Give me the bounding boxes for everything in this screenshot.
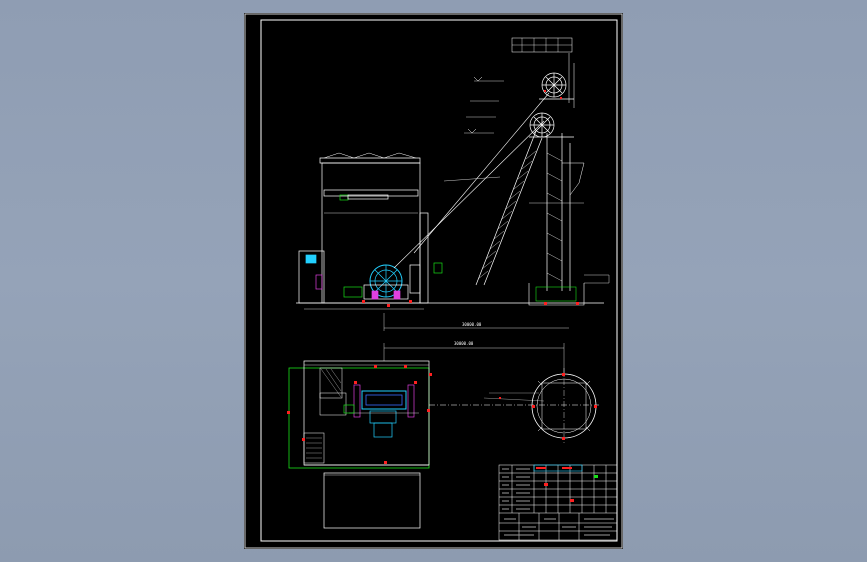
title-block [498,464,618,541]
hoist-house-roof [319,157,421,164]
drawing-sheet: 30000.00 [244,13,623,549]
plan-lower-hall [323,472,421,529]
head-sheave-lower [529,112,555,138]
head-sheave-upper [541,72,567,98]
hoist-winder-elevation [343,262,443,300]
dim-horizontal-span: 30000.00 [462,322,482,327]
elevation-markers [362,90,579,307]
hoist-rope-2 [413,92,550,254]
plan-markers [287,365,597,464]
shaft-plan [531,368,597,445]
hoist-winder-plan [343,384,419,438]
elevation-view [296,37,610,331]
title-block-highlights [533,464,598,502]
drawing-canvas: 30000.00 [244,13,623,549]
hoist-rope-1 [393,120,545,269]
outer-frame [244,13,623,549]
hoist-house-wall [321,162,421,304]
headframe-tower [529,133,585,291]
inner-frame [260,19,618,542]
headframe-back-leg [475,130,543,286]
plan-view [288,343,599,529]
dim-upper-plan-span: 30000.00 [454,341,474,346]
